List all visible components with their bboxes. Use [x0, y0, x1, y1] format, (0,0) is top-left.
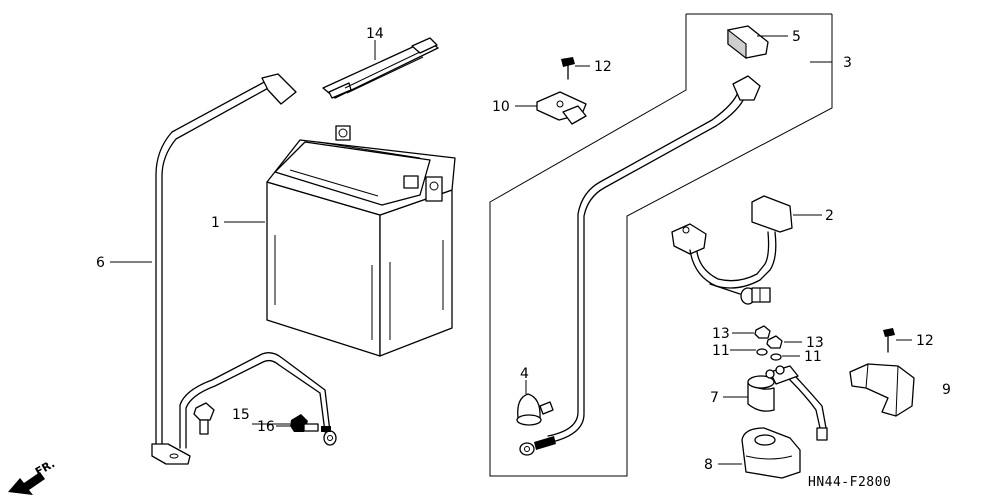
callout-9: 9 — [942, 382, 951, 398]
diagram-code: HN44-F2800 — [808, 475, 891, 490]
leader-lines — [110, 35, 912, 465]
battery-holder-rod — [151, 73, 297, 465]
front-arrow-icon — [8, 472, 45, 495]
callout-6: 6 — [96, 255, 105, 271]
callout-12-right: 12 — [916, 333, 934, 349]
callout-5: 5 — [792, 29, 801, 45]
bolt-16 — [290, 414, 319, 432]
callout-7: 7 — [710, 390, 719, 406]
starter-cable — [671, 195, 793, 305]
callout-1: 1 — [211, 215, 220, 231]
callout-12-top: 12 — [594, 59, 612, 75]
bolt-15 — [193, 402, 215, 435]
callout-14: 14 — [366, 26, 384, 42]
callout-2: 2 — [825, 208, 834, 224]
nut-13-right — [766, 335, 783, 349]
screw-12-top — [561, 57, 575, 80]
screw-12-right — [883, 328, 895, 353]
assembly-outline — [489, 13, 833, 477]
relay-bracket-9 — [849, 363, 915, 417]
callout-labels: 1 2 3 4 5 6 7 8 9 10 11 11 12 12 13 13 1… — [96, 26, 951, 473]
callout-8: 8 — [704, 457, 713, 473]
washer-11-left — [756, 348, 768, 356]
terminal-cover-5 — [727, 25, 769, 60]
callout-15: 15 — [232, 407, 250, 423]
battery — [266, 125, 456, 357]
callout-3: 3 — [843, 55, 852, 71]
starter-relay-7 — [747, 365, 828, 441]
terminal-cap-4 — [516, 393, 554, 426]
relay-cover-8 — [741, 427, 801, 479]
front-label: FR. — [33, 457, 57, 478]
nut-13-left — [754, 325, 771, 339]
callout-13-right: 13 — [806, 335, 824, 351]
callout-13-left: 13 — [712, 326, 730, 342]
battery-band — [322, 37, 439, 99]
callout-16: 16 — [257, 419, 275, 435]
negative-cable — [179, 352, 337, 449]
callout-4: 4 — [520, 366, 529, 382]
positive-cable — [519, 75, 761, 456]
callout-11-left: 11 — [712, 343, 730, 359]
cable-clip-10 — [536, 91, 587, 125]
callout-11-right: 11 — [804, 349, 822, 365]
callout-10: 10 — [492, 99, 510, 115]
washer-11-right — [770, 353, 782, 361]
